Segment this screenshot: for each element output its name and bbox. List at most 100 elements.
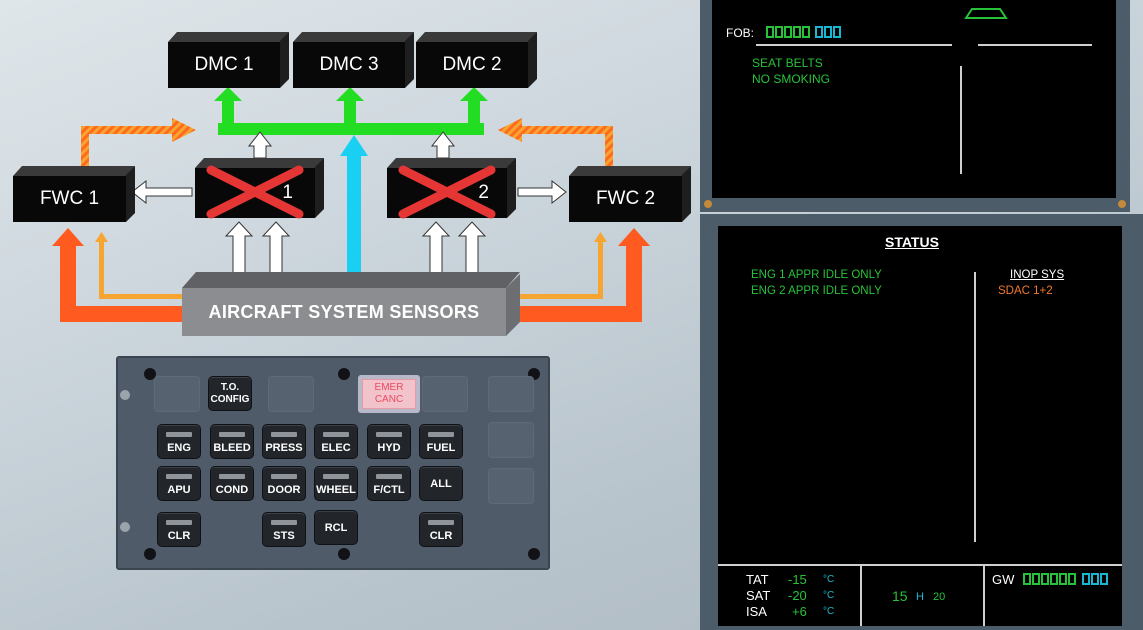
lower-bottom-sep1: [860, 566, 862, 626]
sdac-1-box: 1: [195, 158, 324, 219]
to-config-button[interactable]: T.O. CONFIG: [208, 376, 252, 411]
hyd-page-button[interactable]: HYD: [367, 424, 411, 459]
inop-sys-title: INOP SYS: [1010, 269, 1065, 281]
emer-canc-button[interactable]: EMER CANC: [358, 375, 420, 413]
isa-unit: °C: [823, 606, 835, 617]
dmc-3-label: DMC 3: [293, 42, 405, 88]
all-pages-button[interactable]: ALL: [419, 466, 463, 501]
all-pages-label: ALL: [430, 477, 452, 490]
utc-minutes: 20: [933, 591, 946, 603]
wheel-page-label: WHEEL: [316, 484, 356, 496]
blank-switch-slot: [268, 376, 314, 412]
sdac-to-dmc-hollow-arrows: [247, 131, 456, 159]
gw-value-green-boxes: [1023, 573, 1076, 585]
bleed-page-label: BLEED: [213, 442, 251, 454]
clr-right-button[interactable]: CLR: [419, 512, 463, 547]
screw-icon: [144, 548, 156, 560]
fob-value-cyan-boxes: [815, 26, 841, 38]
fuel-page-button[interactable]: FUEL: [419, 424, 463, 459]
fwc-2-label: FWC 2: [569, 176, 682, 222]
door-page-label: DOOR: [267, 484, 301, 496]
sts-label: STS: [273, 530, 295, 542]
fwc1-to-dmc-hatched-arrow: [81, 118, 196, 170]
fuel-page-label: FUEL: [426, 442, 456, 454]
apu-page-button[interactable]: APU: [157, 466, 201, 501]
panel-mount-screw-left-bottom: [120, 522, 130, 532]
status-line-eng2: ENG 2 APPR IDLE ONLY: [751, 285, 882, 297]
door-page-button[interactable]: DOOR: [262, 466, 306, 501]
fwc2-to-dmc-hatched-arrow: [498, 118, 613, 170]
blank-switch-slot: [422, 376, 468, 412]
sat-label: SAT: [746, 588, 771, 603]
upper-memo-divider: [960, 66, 962, 174]
memo-no-smoking: NO SMOKING: [752, 72, 831, 86]
screw-icon: [528, 548, 540, 560]
hyd-page-label: HYD: [377, 442, 401, 454]
cond-page-label: COND: [215, 484, 249, 496]
upper-divider-left: [756, 44, 952, 46]
tat-label: TAT: [746, 572, 769, 587]
clr-right-label: CLR: [429, 530, 453, 542]
sdac-1-number: 1: [282, 182, 293, 203]
tat-unit: °C: [823, 574, 835, 585]
bleed-page-button[interactable]: BLEED: [210, 424, 254, 459]
screw-icon: [144, 368, 156, 380]
to-config-line1: T.O.: [220, 381, 240, 393]
screw-icon: [338, 368, 350, 380]
sensor-to-fwc-red-arrows: [52, 228, 650, 322]
screw-icon: [338, 548, 350, 560]
dmc-2-box: DMC 2: [416, 32, 537, 88]
dmc-1-box: DMC 1: [168, 32, 289, 88]
dmc-bus-green: [214, 87, 488, 135]
sat-unit: °C: [823, 590, 835, 601]
status-column-divider: [974, 272, 976, 542]
eng-page-button[interactable]: ENG: [157, 424, 201, 459]
emer-line1: EMER: [374, 382, 404, 393]
eng-page-label: ENG: [167, 442, 191, 454]
inop-sdac: SDAC 1+2: [998, 285, 1053, 297]
dmc-1-label: DMC 1: [168, 42, 280, 88]
isa-label: ISA: [746, 604, 767, 619]
sdac-2-number: 2: [478, 182, 489, 203]
press-page-label: PRESS: [265, 442, 303, 454]
press-page-button[interactable]: PRESS: [262, 424, 306, 459]
sdac-2-box: 2: [387, 158, 516, 219]
upper-frame-screw-right: [1118, 200, 1126, 208]
cond-page-button[interactable]: COND: [210, 466, 254, 501]
elec-page-button[interactable]: ELEC: [314, 424, 358, 459]
blank-switch-slot: [488, 422, 534, 458]
sdac-1-failed-x-icon: [206, 165, 304, 219]
panel-mount-screw-left-top: [120, 390, 130, 400]
aircraft-system-sensors-label: AIRCRAFT SYSTEM SENSORS: [182, 288, 506, 336]
apu-page-label: APU: [167, 484, 191, 496]
fctl-page-button[interactable]: F/CTL: [367, 466, 411, 501]
wheel-page-button[interactable]: WHEEL: [314, 466, 358, 501]
lower-ecam-screen: STATUS ENG 1 APPR IDLE ONLY ENG 2 APPR I…: [718, 226, 1122, 626]
blank-switch-slot: [488, 468, 534, 504]
sensor-to-dmc-cyan-arrow: [340, 135, 368, 273]
memo-seat-belts: SEAT BELTS: [752, 56, 823, 70]
upper-ecam-screen: FOB: SEAT BELTS NO SMOKING: [712, 0, 1116, 198]
sensor-to-fwc-yellow-arrows: [95, 232, 607, 299]
lower-bottom-sep2: [983, 566, 985, 626]
dmc-3-box: DMC 3: [293, 32, 414, 88]
fctl-page-label: F/CTL: [373, 484, 405, 496]
tat-value: -15: [788, 572, 807, 587]
rcl-button[interactable]: RCL: [314, 510, 358, 545]
fob-value-green-boxes: [766, 26, 810, 38]
upper-divider-right: [978, 44, 1092, 46]
clr-left-button[interactable]: CLR: [157, 512, 201, 547]
clr-left-label: CLR: [167, 530, 191, 542]
sts-button[interactable]: STS: [262, 512, 306, 547]
rcl-label: RCL: [324, 521, 348, 534]
status-title: STATUS: [885, 234, 939, 250]
fwc-1-box: FWC 1: [13, 166, 135, 222]
upper-frame-screw-left: [704, 200, 712, 208]
canc-line2: CANC: [374, 394, 404, 405]
sat-value: -20: [788, 588, 807, 603]
lower-bottom-divider: [718, 564, 1122, 566]
sdac-2-failed-x-icon: [398, 165, 496, 219]
utc-h-label: H: [916, 591, 924, 603]
fwc-1-label: FWC 1: [13, 176, 126, 222]
